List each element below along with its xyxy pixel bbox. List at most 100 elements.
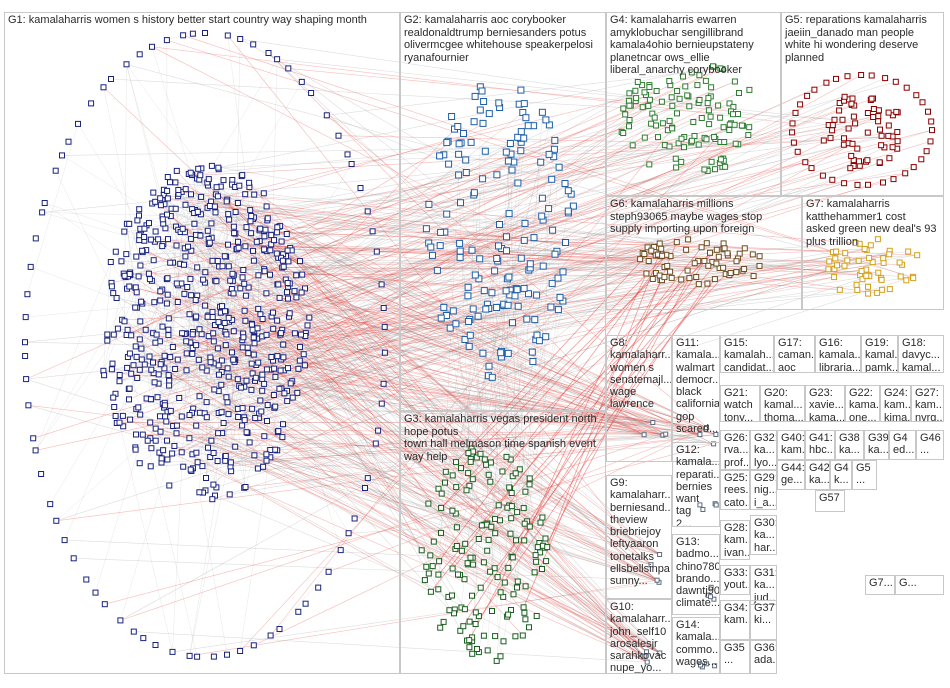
node-g1 bbox=[250, 334, 257, 341]
edge bbox=[126, 68, 721, 336]
node-g1 bbox=[169, 450, 176, 457]
node-g1 bbox=[335, 132, 342, 139]
node-g1 bbox=[207, 454, 214, 460]
node-g1 bbox=[224, 651, 230, 658]
edge bbox=[227, 244, 830, 262]
node-g6 bbox=[659, 252, 666, 259]
node-g1 bbox=[315, 584, 322, 591]
node-g13 bbox=[708, 594, 713, 600]
node-g2 bbox=[437, 228, 445, 236]
node-g2 bbox=[530, 234, 538, 242]
edge bbox=[430, 247, 702, 593]
node-g7 bbox=[842, 250, 849, 257]
node-g3 bbox=[477, 450, 484, 457]
edge bbox=[165, 116, 874, 229]
node-g2 bbox=[445, 160, 453, 168]
node-g1 bbox=[300, 351, 307, 358]
node-g5 bbox=[789, 129, 796, 136]
group-panel-g3: G3: kamalaharris vegas president north h… bbox=[400, 411, 606, 674]
node-g1 bbox=[148, 445, 155, 452]
node-g1 bbox=[241, 417, 248, 424]
node-g1 bbox=[192, 297, 199, 303]
edge bbox=[266, 293, 707, 428]
edge bbox=[206, 265, 760, 371]
group-label-g4: G4: kamalaharris ewarren amyklobuchar se… bbox=[610, 14, 754, 76]
node-g2 bbox=[429, 251, 436, 259]
group-label-g23: G23: xavie... kama... bbox=[809, 387, 845, 422]
node-g5 bbox=[794, 148, 801, 155]
node-g6 bbox=[727, 270, 734, 276]
edge bbox=[120, 433, 666, 621]
node-g1 bbox=[298, 78, 305, 85]
edge bbox=[180, 161, 541, 233]
node-g2 bbox=[479, 175, 487, 183]
node-g2 bbox=[470, 118, 478, 126]
node-g11 bbox=[704, 425, 709, 430]
edge bbox=[177, 195, 645, 435]
group-panel-g16: G16: kamala... libraria... bbox=[815, 335, 861, 373]
node-g5 bbox=[913, 92, 920, 99]
edge bbox=[228, 321, 236, 447]
edge bbox=[225, 251, 655, 462]
edge bbox=[221, 262, 884, 373]
group-panel-g11: G11: kamala... walmart democr... black c… bbox=[672, 335, 720, 462]
node-g2 bbox=[460, 130, 467, 137]
node-g1 bbox=[219, 263, 226, 270]
edge bbox=[471, 143, 511, 638]
edge bbox=[144, 364, 259, 469]
edge bbox=[226, 334, 252, 364]
node-g1 bbox=[138, 345, 145, 352]
edge bbox=[199, 357, 211, 413]
edge bbox=[56, 250, 890, 522]
node-g2 bbox=[505, 210, 513, 218]
node-g1 bbox=[169, 344, 176, 350]
node-g5 bbox=[878, 132, 885, 139]
node-g1 bbox=[301, 362, 308, 369]
edge bbox=[113, 292, 647, 653]
edge bbox=[227, 213, 661, 654]
node-g1 bbox=[104, 337, 111, 344]
edge bbox=[248, 182, 660, 555]
group-panel-g17: G17: caman... aoc bbox=[774, 335, 815, 373]
node-g2 bbox=[456, 253, 464, 261]
node-g1 bbox=[157, 195, 164, 202]
node-g2 bbox=[522, 114, 530, 122]
edge bbox=[61, 155, 177, 227]
edge bbox=[230, 38, 241, 472]
edge bbox=[290, 383, 653, 423]
node-g1 bbox=[364, 208, 371, 215]
node-g7 bbox=[903, 277, 910, 284]
node-g2 bbox=[538, 108, 546, 116]
node-g4 bbox=[669, 125, 676, 132]
node-g1 bbox=[155, 236, 162, 243]
node-g4 bbox=[626, 90, 633, 97]
node-g1 bbox=[127, 416, 134, 423]
node-g5 bbox=[927, 138, 934, 145]
node-g5 bbox=[836, 107, 843, 114]
edge bbox=[115, 415, 660, 583]
node-g2 bbox=[545, 205, 553, 213]
node-g1 bbox=[187, 235, 194, 242]
edge bbox=[237, 275, 870, 380]
node-g1 bbox=[193, 313, 200, 320]
edge bbox=[278, 284, 466, 340]
edge bbox=[228, 376, 660, 654]
node-g3 bbox=[427, 588, 434, 595]
node-g1 bbox=[214, 258, 221, 264]
edge bbox=[104, 443, 714, 605]
edge bbox=[179, 397, 509, 569]
node-g1 bbox=[248, 386, 255, 393]
edge bbox=[142, 434, 474, 452]
edge bbox=[460, 162, 541, 469]
node-g3 bbox=[539, 514, 546, 521]
node-g3 bbox=[544, 544, 551, 551]
node-g5 bbox=[875, 107, 882, 114]
node-g7 bbox=[874, 289, 881, 296]
node-g4 bbox=[717, 114, 724, 121]
edge bbox=[254, 289, 883, 337]
edge bbox=[228, 376, 645, 435]
edge bbox=[266, 334, 663, 436]
node-g3 bbox=[508, 503, 515, 510]
edge bbox=[364, 241, 677, 489]
node-g2 bbox=[436, 152, 444, 160]
